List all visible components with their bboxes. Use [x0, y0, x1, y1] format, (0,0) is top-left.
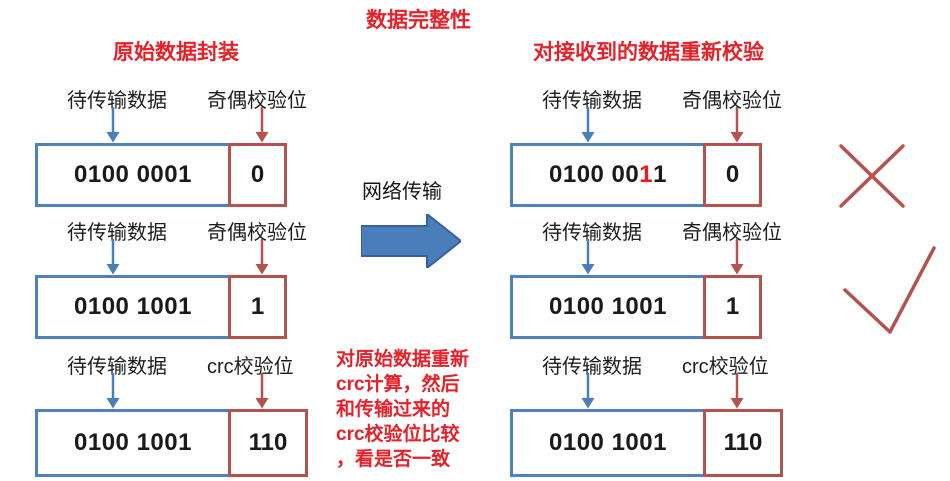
data-bits: 0100 1001 [549, 429, 667, 456]
page-title: 数据完整性 [366, 9, 471, 32]
data-box: 0100 1001 110 [35, 409, 308, 477]
data-label: 待传输数据 [542, 222, 642, 244]
pointer-arrows-icon [581, 107, 744, 143]
note-line: ，看是否一致 [336, 449, 451, 470]
check-bit-cell: 1 [228, 275, 287, 339]
error-cross-icon [839, 144, 905, 208]
data-label: 待传输数据 [542, 356, 642, 378]
data-bits: 0100 1001 [549, 293, 667, 320]
pointer-arrows-icon [106, 239, 269, 275]
ok-check-icon [843, 246, 936, 334]
data-bits: 0100 1001 [74, 293, 192, 320]
data-box: 0100 1001 1 [35, 275, 287, 339]
left-section-heading: 原始数据封装 [113, 41, 239, 64]
pointer-arrows-icon [106, 373, 269, 409]
data-box: 0100 0001 0 [35, 143, 287, 207]
left-packet-row-3: 待传输数据 crc校验位 0100 1001 110 [35, 350, 347, 481]
check-bit-cell: 110 [228, 409, 308, 477]
note-line: 对原始数据重新 [336, 349, 470, 370]
right-packet-row-3: 待传输数据 crc校验位 0100 1001 110 [510, 350, 822, 481]
data-label: 待传输数据 [67, 222, 167, 244]
note-line: crc计算，然后 [336, 374, 460, 395]
check-label: 奇偶校验位 [207, 90, 307, 112]
pointer-arrows-icon [581, 239, 744, 275]
check-label: 奇偶校验位 [682, 222, 782, 244]
left-packet-row-2: 待传输数据 奇偶校验位 0100 1001 1 [35, 216, 347, 348]
check-label: 奇偶校验位 [207, 222, 307, 244]
data-label: 待传输数据 [67, 356, 167, 378]
check-label: 奇偶校验位 [682, 90, 782, 112]
pointer-arrows-icon [106, 107, 269, 143]
data-label: 待传输数据 [542, 90, 642, 112]
data-label: 待传输数据 [67, 90, 167, 112]
check-bit-cell: 0 [703, 143, 762, 207]
right-section-heading: 对接收到的数据重新校验 [533, 41, 764, 64]
network-transfer-arrow-icon [361, 214, 461, 268]
data-bits: 0100 1001 [74, 429, 192, 456]
check-label: crc校验位 [207, 356, 294, 378]
check-bit-cell: 110 [703, 409, 783, 477]
network-transfer-label: 网络传输 [362, 181, 442, 203]
note-line: crc校验位比较 [336, 424, 460, 445]
check-label: crc校验位 [682, 356, 769, 378]
pointer-arrows-icon [581, 373, 744, 409]
left-packet-row-1: 待传输数据 奇偶校验位 0100 0001 0 [35, 84, 347, 216]
data-box: 0100 1001 110 [510, 409, 783, 477]
note-line: 和传输过来的 [336, 399, 451, 420]
flipped-bit: 1 [639, 161, 654, 188]
check-bit-cell: 0 [228, 143, 287, 207]
check-bit-cell: 1 [703, 275, 762, 339]
right-packet-row-2: 待传输数据 奇偶校验位 0100 1001 1 [510, 216, 822, 348]
data-box: 0100 1001 1 [510, 275, 762, 339]
data-bits: 0100 0001 [74, 161, 192, 188]
crc-compare-note: 对原始数据重新 crc计算，然后 和传输过来的 crc校验位比较 ，看是否一致 [336, 347, 518, 472]
